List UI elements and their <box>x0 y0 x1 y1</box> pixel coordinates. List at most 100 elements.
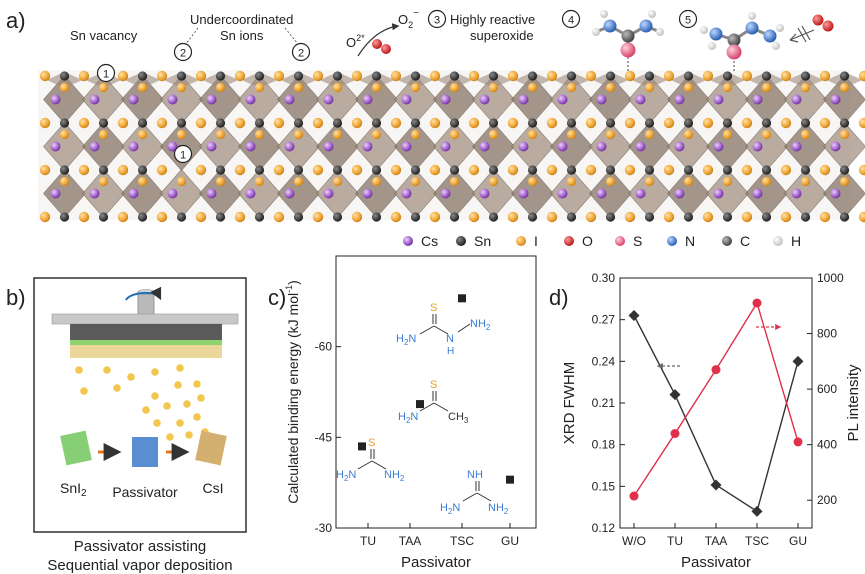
svg-text:CH3: CH3 <box>448 411 469 425</box>
sn-atom <box>59 165 70 175</box>
cs-atom <box>128 141 139 152</box>
svg-text:2: 2 <box>298 48 304 60</box>
sn-atom <box>488 118 499 128</box>
vapor-particle <box>174 381 182 389</box>
legend-swatch <box>456 236 466 246</box>
o2-species-label: O2* <box>346 33 365 50</box>
right-y-tick-label: 1000 <box>817 271 844 285</box>
legend-label: I <box>534 233 538 249</box>
sn-atom <box>59 212 70 222</box>
sn-atom <box>59 71 70 81</box>
sn-atom <box>59 118 70 128</box>
rotation-shaft <box>137 291 155 317</box>
cs-atom <box>323 141 334 152</box>
undercoordinated-label: Undercoordinated <box>190 12 293 27</box>
sn-atom <box>215 71 226 81</box>
i-atom <box>839 82 850 93</box>
cs-atom <box>830 94 841 105</box>
pointer-line <box>284 27 299 45</box>
cs-atom <box>245 188 256 199</box>
sn-atom <box>722 118 733 128</box>
i-atom <box>663 70 675 82</box>
sn-atom <box>449 71 460 81</box>
i-atom <box>312 70 324 82</box>
y-tick-label: -60 <box>315 340 333 354</box>
i-atom <box>410 129 421 140</box>
right-axis-title: PL intensity <box>845 364 862 441</box>
substrate-dark-layer <box>70 324 222 340</box>
deposition-chamber <box>33 277 247 533</box>
i-atom <box>371 82 382 93</box>
sn-atom <box>332 118 343 128</box>
i-atom <box>624 211 636 223</box>
sn-atom <box>488 212 499 222</box>
i-atom <box>273 70 285 82</box>
i-atom <box>176 129 187 140</box>
data-points <box>358 294 514 484</box>
vapor-particle <box>151 392 159 400</box>
i-atom <box>449 129 460 140</box>
i-atom <box>546 70 558 82</box>
svg-text:3: 3 <box>434 15 440 27</box>
legend-swatch <box>667 236 677 246</box>
i-atom <box>819 211 831 223</box>
i-atom <box>546 117 558 129</box>
cs-atom <box>401 94 412 105</box>
cs-atom <box>479 141 490 152</box>
i-atom <box>390 164 402 176</box>
cs-atom <box>752 188 763 199</box>
i-atom <box>858 211 865 223</box>
i-atom <box>156 164 168 176</box>
legend-swatch <box>403 236 413 246</box>
data-point <box>458 294 466 303</box>
i-atom <box>644 176 655 187</box>
sn-atom <box>215 118 226 128</box>
i-atom <box>488 176 499 187</box>
marker-4: 4 <box>561 9 581 29</box>
sn-atom <box>566 212 577 222</box>
svg-text:2: 2 <box>180 48 186 60</box>
cs-atom <box>89 141 100 152</box>
i-atom <box>722 82 733 93</box>
i-atom <box>98 176 109 187</box>
cs-atom <box>596 141 607 152</box>
svg-text:H2N: H2N <box>396 333 416 347</box>
series-point <box>751 505 763 517</box>
legend-swatch <box>722 236 732 246</box>
i-atom <box>780 164 792 176</box>
i-atom <box>507 117 519 129</box>
left-y-tick-label: 0.30 <box>592 271 616 285</box>
sn-atom <box>683 118 694 128</box>
sn-atom <box>839 118 850 128</box>
i-atom <box>722 129 733 140</box>
i-atom <box>839 176 850 187</box>
cs-atom <box>830 141 841 152</box>
i-atom <box>468 117 480 129</box>
sn-atom <box>254 212 265 222</box>
data-series <box>628 298 804 517</box>
i-atom <box>293 82 304 93</box>
reaction-arrow <box>357 23 400 57</box>
svg-text:5: 5 <box>685 15 691 27</box>
i-atom <box>449 82 460 93</box>
i-atom <box>488 129 499 140</box>
x-axis-title: Passivator <box>401 554 471 571</box>
series-line <box>633 301 799 497</box>
i-atom <box>429 117 441 129</box>
i-atom <box>234 117 246 129</box>
sn-atom <box>137 118 148 128</box>
i-atom <box>722 176 733 187</box>
cs-atom <box>206 94 217 105</box>
i-atom <box>761 129 772 140</box>
sn-atom <box>800 71 811 81</box>
i-atom <box>566 129 577 140</box>
i-atom <box>176 176 187 187</box>
sn-atom <box>644 212 655 222</box>
i-atom <box>59 82 70 93</box>
svg-text:NH2: NH2 <box>470 318 491 332</box>
i-atom <box>254 82 265 93</box>
vapor-particle <box>113 384 121 392</box>
